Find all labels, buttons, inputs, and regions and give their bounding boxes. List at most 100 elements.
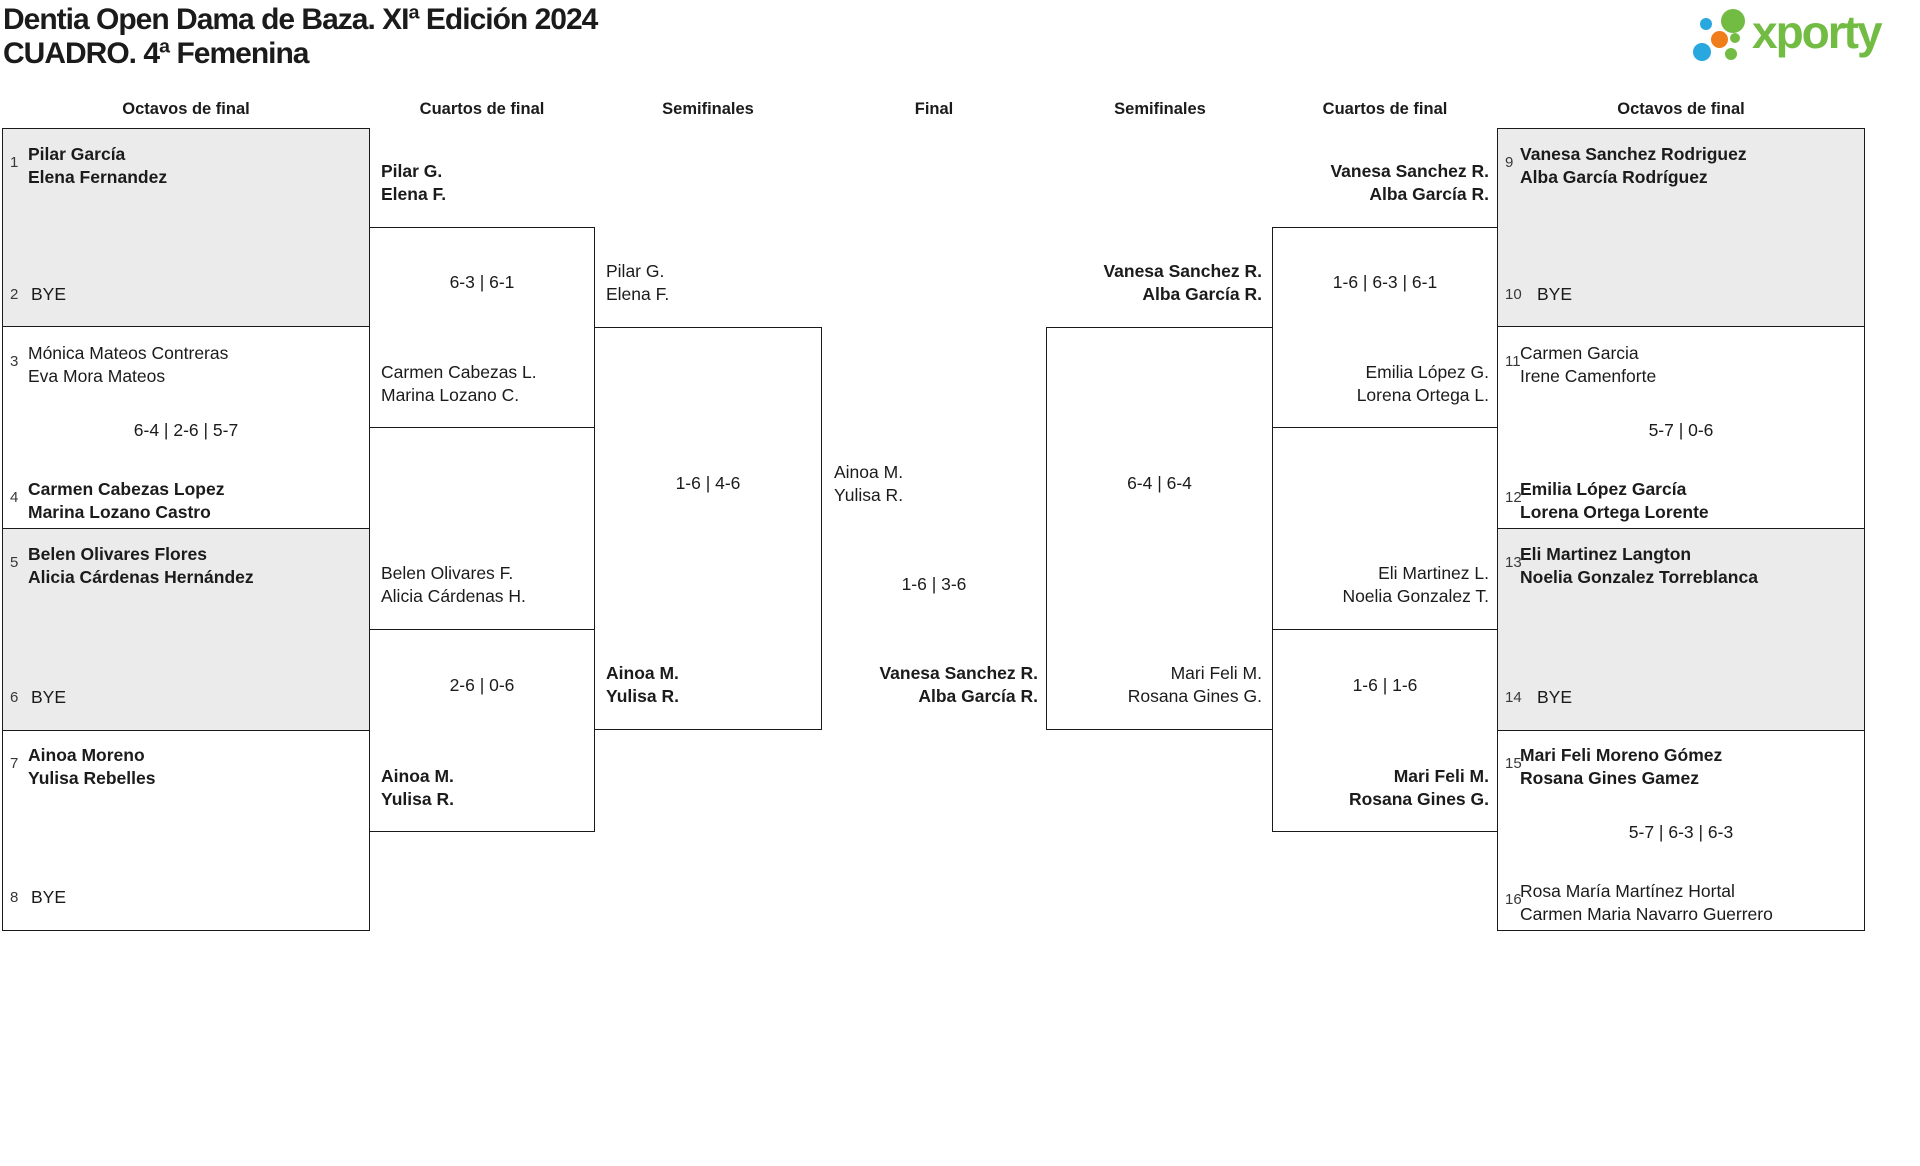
team-name: Alicia Cárdenas H.: [381, 586, 526, 606]
team-name: Vanesa Sanchez R.: [1103, 261, 1262, 281]
team-name: Emilia López García: [1520, 479, 1687, 499]
logo-dot-green-small-icon: [1725, 48, 1737, 60]
logo-dot-green-large-icon: [1721, 9, 1745, 33]
team-name: Yulisa R.: [381, 789, 454, 809]
match-score: 6-4 | 6-4: [1127, 473, 1192, 493]
match-score: 6-3 | 6-1: [449, 272, 515, 292]
seed-number: 4: [10, 489, 19, 506]
team-name: Noelia Gonzalez Torreblanca: [1520, 567, 1758, 587]
team-name: Alba García R.: [1369, 184, 1489, 204]
team-name: Carmen Garcia: [1520, 343, 1639, 363]
bye-label: BYE: [1537, 284, 1573, 304]
team-name: Belen Olivares Flores: [28, 544, 207, 564]
match-score: 1-6 | 6-3 | 6-1: [1332, 272, 1438, 292]
r16-match-box-4: [2, 730, 370, 931]
team-name: Lorena Ortega Lorente: [1520, 502, 1709, 522]
seed-number: 9: [1505, 154, 1514, 171]
logo-wordmark: xporty: [1752, 6, 1883, 58]
team-name: Mari Feli M.: [1393, 766, 1489, 786]
team-name: Lorena Ortega L.: [1356, 385, 1489, 405]
team-name: Pilar García: [28, 144, 126, 164]
seed-number: 14: [1505, 689, 1522, 706]
team-name: Elena Fernandez: [28, 167, 168, 187]
team-name: Ainoa Moreno: [28, 745, 145, 765]
bye-label: BYE: [31, 687, 67, 707]
team-name: Mari Feli M.: [1170, 663, 1262, 683]
team-name: Yulisa R.: [606, 686, 679, 706]
logo-dot-orange-icon: [1711, 31, 1728, 48]
r16-match-box-7: [1497, 528, 1865, 731]
round-header-semis-left: Semifinales: [662, 100, 754, 118]
sf-match-box-1: [594, 327, 822, 730]
match-score: 5-7 | 6-3 | 6-3: [1628, 822, 1734, 842]
seed-number: 8: [10, 889, 19, 906]
team-name: Carmen Cabezas L.: [381, 362, 537, 382]
team-name: Carmen Maria Navarro Guerrero: [1520, 904, 1773, 924]
qf-match-box-4: [1272, 629, 1498, 832]
match-score: 1-6 | 4-6: [675, 473, 741, 493]
champion-team-name: Alba García R.: [918, 686, 1038, 706]
match-score: 1-6 | 3-6: [901, 574, 967, 594]
team-name: Emilia López G.: [1365, 362, 1489, 382]
bye-label: BYE: [31, 284, 67, 304]
team-name: Ainoa M.: [606, 663, 679, 683]
team-name: Ainoa M.: [834, 462, 904, 482]
team-name: Alicia Cárdenas Hernández: [28, 567, 254, 587]
bracket-subtitle: CUADRO. 4ª Femenina: [3, 37, 309, 70]
round-header-octavos-left: Octavos de final: [122, 100, 250, 118]
sf-match-box-2: [1046, 327, 1273, 730]
team-name: Yulisa Rebelles: [28, 768, 156, 788]
round-header-octavos-right: Octavos de final: [1617, 100, 1745, 118]
team-name: Eli Martinez Langton: [1520, 544, 1692, 564]
team-name: Marina Lozano C.: [381, 385, 520, 405]
seed-number: 7: [10, 755, 19, 772]
team-name: Noelia Gonzalez T.: [1342, 586, 1489, 606]
seed-number: 12: [1505, 489, 1522, 506]
qf-match-box-2: [369, 629, 595, 832]
round-header-cuartos-right: Cuartos de final: [1322, 100, 1448, 118]
match-score: 2-6 | 0-6: [449, 675, 515, 695]
match-score: 1-6 | 1-6: [1352, 675, 1418, 695]
round-header-cuartos-left: Cuartos de final: [419, 100, 545, 118]
team-name: Elena F.: [606, 284, 670, 304]
seed-number: 16: [1505, 891, 1522, 908]
seed-number: 5: [10, 554, 19, 571]
r16-match-box-1: [2, 128, 370, 327]
seed-number: 3: [10, 353, 19, 370]
seed-number: 10: [1505, 286, 1522, 303]
team-name: Rosa María Martínez Hortal: [1520, 881, 1735, 901]
team-name: Eva Mora Mateos: [28, 366, 166, 386]
team-name: Yulisa R.: [834, 485, 904, 505]
team-name: Vanesa Sanchez Rodriguez: [1520, 144, 1747, 164]
r16-match-box-3: [2, 528, 370, 731]
seed-number: 15: [1505, 755, 1522, 772]
seed-number: 11: [1505, 353, 1521, 370]
seed-number: 1: [10, 154, 19, 171]
team-name: Belen Olivares F.: [381, 563, 514, 583]
team-name: Alba García Rodríguez: [1520, 167, 1708, 187]
bye-label: BYE: [1537, 687, 1573, 707]
champion-team-name: Vanesa Sanchez R.: [879, 663, 1038, 683]
team-name: Marina Lozano Castro: [28, 502, 211, 522]
tournament-title: Dentia Open Dama de Baza. XIª Edición 20…: [3, 3, 598, 36]
team-name: Mónica Mateos Contreras: [28, 343, 229, 363]
team-name: Mari Feli Moreno Gómez: [1520, 745, 1723, 765]
team-name: Rosana Gines G.: [1127, 686, 1262, 706]
team-name: Irene Camenforte: [1520, 366, 1657, 386]
logo-dot-blue-small-icon: [1700, 18, 1712, 30]
team-name: Rosana Gines Gamez: [1520, 768, 1699, 788]
team-name: Alba García R.: [1142, 284, 1262, 304]
team-name: Eli Martinez L.: [1378, 563, 1489, 583]
match-score: 6-4 | 2-6 | 5-7: [133, 420, 239, 440]
r16-match-box-2: [2, 326, 370, 529]
team-name: Ainoa M.: [381, 766, 454, 786]
team-name: Elena F.: [381, 184, 447, 204]
match-score: 5-7 | 0-6: [1648, 420, 1714, 440]
round-header-semis-right: Semifinales: [1114, 100, 1206, 118]
seed-number: 13: [1505, 554, 1522, 571]
r16-match-box-5: [1497, 128, 1865, 327]
logo-dot-blue-large-icon: [1693, 43, 1711, 61]
team-name: Carmen Cabezas Lopez: [28, 479, 225, 499]
team-name: Rosana Gines G.: [1348, 789, 1489, 809]
